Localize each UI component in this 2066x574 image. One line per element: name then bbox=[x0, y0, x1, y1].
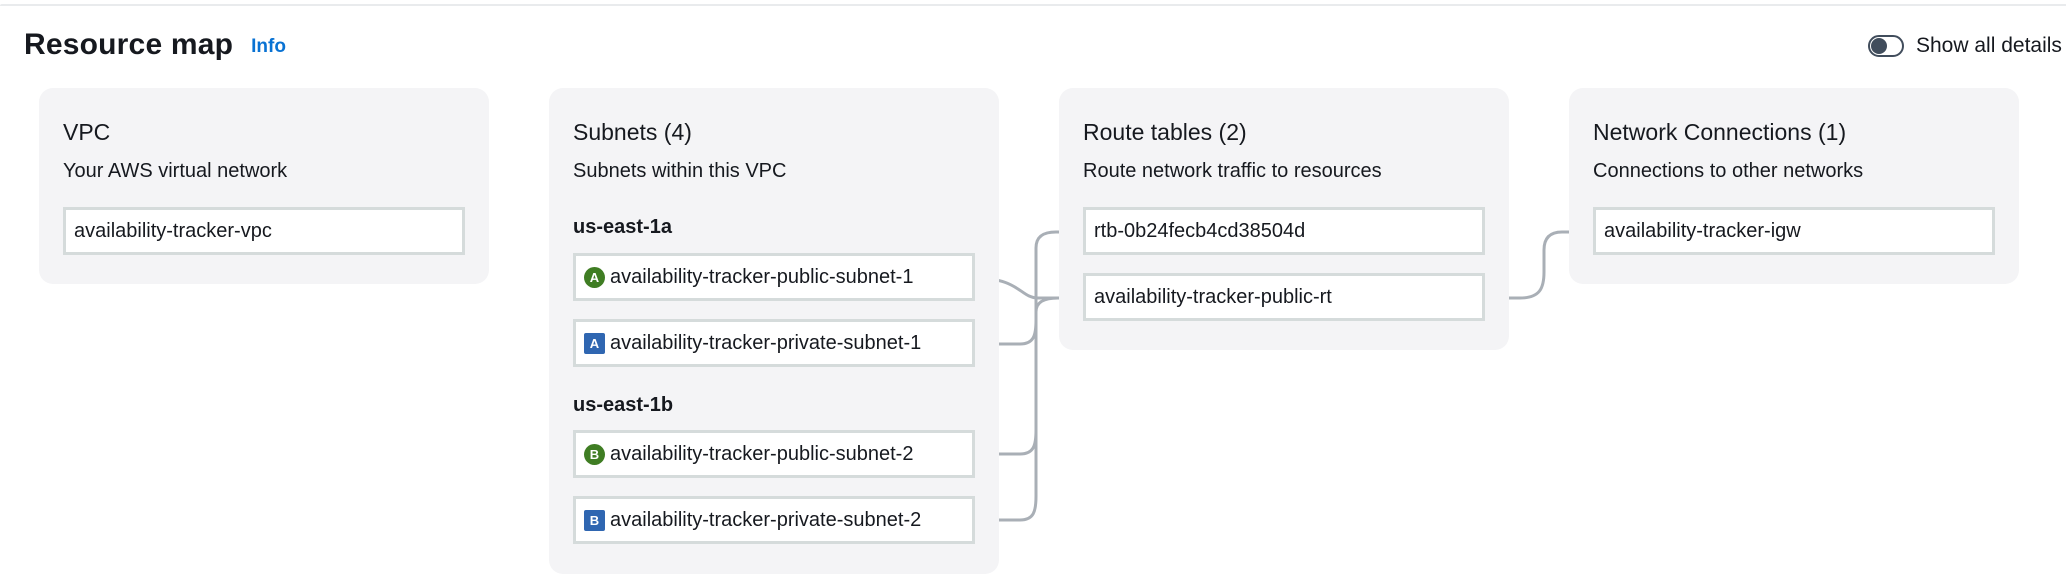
subnet-item[interactable]: A availability-tracker-public-subnet-1 bbox=[573, 253, 975, 301]
subnets-card: Subnets (4) Subnets within this VPC us-e… bbox=[549, 88, 999, 574]
vpc-resource[interactable]: availability-tracker-vpc bbox=[63, 207, 465, 255]
route-table-name: rtb-0b24fecb4cd38504d bbox=[1094, 219, 1306, 242]
route-tables-card-subtitle: Route network traffic to resources bbox=[1083, 160, 1382, 182]
subnets-card-subtitle: Subnets within this VPC bbox=[573, 160, 787, 182]
private-subnet-badge-icon: B bbox=[584, 509, 605, 531]
network-connection-name: availability-tracker-igw bbox=[1604, 219, 1801, 242]
vpc-card-title: VPC bbox=[63, 119, 111, 145]
toggle-knob bbox=[1871, 38, 1887, 54]
route-tables-card: Route tables (2) Route network traffic t… bbox=[1059, 88, 1509, 350]
show-all-details-label[interactable]: Show all details bbox=[1916, 34, 2062, 57]
az-label-us-east-1b: us-east-1b bbox=[573, 394, 674, 416]
subnet-name: availability-tracker-private-subnet-2 bbox=[610, 508, 922, 531]
subnet-name: availability-tracker-public-subnet-1 bbox=[610, 265, 914, 288]
network-connections-card: Network Connections (1) Connections to o… bbox=[1569, 88, 2019, 284]
az-label-us-east-1a: us-east-1a bbox=[573, 216, 672, 238]
info-link[interactable]: Info bbox=[251, 36, 286, 57]
route-tables-card-title: Route tables (2) bbox=[1083, 119, 1247, 145]
network-connections-card-subtitle: Connections to other networks bbox=[1593, 160, 1864, 182]
route-table-name: availability-tracker-public-rt bbox=[1094, 285, 1332, 308]
vpc-resource-name: availability-tracker-vpc bbox=[74, 219, 272, 242]
subnet-name: availability-tracker-public-subnet-2 bbox=[610, 442, 914, 465]
vpc-card-subtitle: Your AWS virtual network bbox=[63, 160, 288, 182]
public-subnet-badge-icon: B bbox=[584, 443, 605, 465]
private-subnet-badge-icon: A bbox=[584, 332, 605, 354]
route-table-item[interactable]: rtb-0b24fecb4cd38504d bbox=[1083, 207, 1485, 255]
subnet-item[interactable]: B availability-tracker-public-subnet-2 bbox=[573, 430, 975, 478]
subnet-item[interactable]: A availability-tracker-private-subnet-1 bbox=[573, 319, 975, 367]
subnet-item[interactable]: B availability-tracker-private-subnet-2 bbox=[573, 496, 975, 544]
network-connection-item[interactable]: availability-tracker-igw bbox=[1593, 207, 1995, 255]
show-all-details-control[interactable]: Show all details bbox=[1868, 29, 2062, 63]
panel-header: Resource map Info bbox=[24, 22, 286, 68]
network-connections-card-title: Network Connections (1) bbox=[1593, 119, 1847, 145]
page-title: Resource map bbox=[24, 28, 234, 61]
route-table-item[interactable]: availability-tracker-public-rt bbox=[1083, 273, 1485, 321]
show-all-details-toggle[interactable] bbox=[1868, 35, 1904, 57]
vpc-card: VPC Your AWS virtual network availabilit… bbox=[39, 88, 489, 284]
subnets-card-title: Subnets (4) bbox=[573, 119, 692, 145]
panel-top-border bbox=[0, 4, 2066, 6]
public-subnet-badge-icon: A bbox=[584, 266, 605, 288]
subnet-name: availability-tracker-private-subnet-1 bbox=[610, 331, 922, 354]
